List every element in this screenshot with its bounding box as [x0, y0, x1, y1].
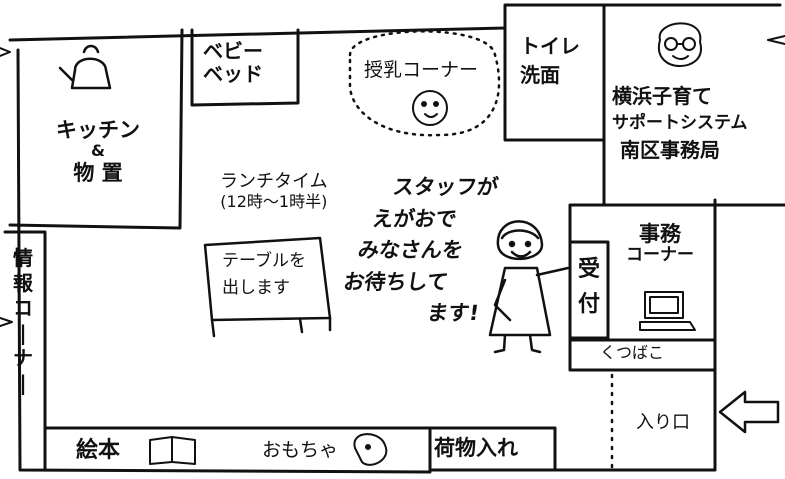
- lunch-table-icon: [203, 236, 332, 338]
- reception-wall: [568, 240, 610, 340]
- picture-books-label: 絵本: [76, 438, 121, 463]
- toilet-wall: [503, 26, 604, 142]
- luggage-label: 荷物入れ: [434, 436, 518, 460]
- shoe-box-label: くつばこ: [600, 343, 665, 362]
- baby-bed-label: ベビーベッド: [203, 39, 263, 86]
- bottom-shelf: [43, 426, 557, 472]
- desk-corner-label: 事務コーナー: [626, 222, 694, 266]
- table-sign-label: テーブルを出します: [222, 251, 306, 299]
- toy-icon: [353, 433, 388, 466]
- staff-face-icon: [657, 22, 702, 67]
- kitchen-wall: [8, 28, 184, 230]
- door-info-marker: [0, 317, 13, 327]
- nursing-corner-label: 授乳コーナー: [364, 59, 479, 81]
- info-corner-wall: [3, 230, 47, 472]
- lunch-time-label: ランチタイム (12時～1時半): [220, 171, 328, 211]
- baby-face-icon: [412, 90, 448, 126]
- nursing-area-outline: [348, 30, 501, 137]
- info-corner-label: 情報 コ| ナ|: [13, 246, 33, 395]
- staff-message: スタッフが えがおで みなさんを お待ちして ます!: [341, 175, 500, 325]
- baby-bed-wall: [190, 28, 300, 107]
- outer-wall-bottom: [428, 198, 717, 472]
- outer-wall-left: [16, 48, 432, 474]
- door-right-marker: [767, 35, 785, 45]
- office-wall: [568, 203, 717, 372]
- office-name-label: 横浜子育て サポートシステム 南区事務局: [612, 84, 748, 162]
- kettle-icon: [58, 44, 112, 90]
- book-icon: [149, 436, 196, 465]
- toys-label: おもちゃ: [262, 439, 339, 461]
- entrance-arrow: [718, 390, 780, 434]
- door-left-marker: [0, 47, 11, 57]
- toilet-label: トイレ洗面: [520, 34, 580, 87]
- computer-icon: [639, 291, 696, 331]
- staff-figure-icon: [488, 220, 570, 354]
- entrance-label: 入り口: [636, 412, 690, 433]
- reception-label: 受付: [577, 257, 600, 318]
- kitchen-label: キッチン & 物 置: [56, 118, 140, 185]
